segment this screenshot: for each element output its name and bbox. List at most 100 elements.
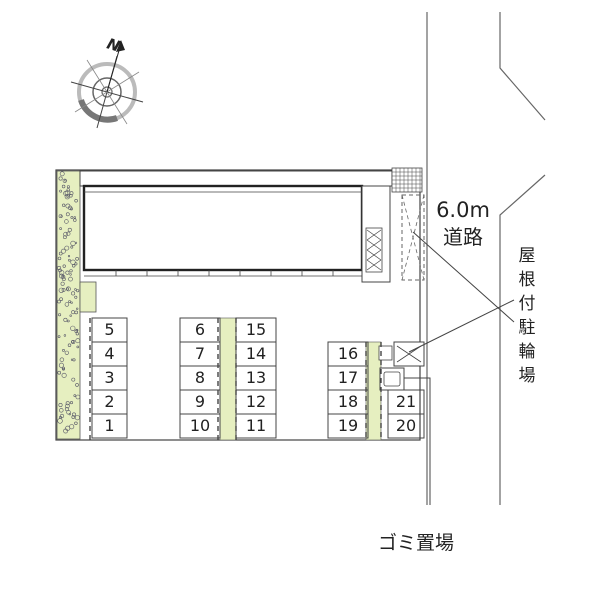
greenery-dot <box>63 317 68 322</box>
greenery-dot <box>59 227 62 230</box>
parking-slot <box>179 413 221 439</box>
entrance-gate <box>401 194 425 281</box>
greenery-dot <box>70 216 74 219</box>
greenery-dot <box>67 255 71 258</box>
greenery-dot <box>57 370 62 375</box>
greenery-dot <box>61 366 66 370</box>
greenery-dot <box>69 194 73 198</box>
parking-slot-number: 17 <box>337 368 359 387</box>
parking-slot-number: 4 <box>104 344 115 363</box>
greenery-dot <box>58 362 64 368</box>
greenery-dot <box>63 334 67 337</box>
greenery-dot <box>66 195 69 199</box>
greenery-dot <box>58 251 63 256</box>
greenery-dot <box>67 343 72 347</box>
greenery-dot <box>59 408 64 413</box>
greenery-dot <box>75 394 81 400</box>
parking-slot-number: 19 <box>337 416 359 435</box>
building <box>82 184 364 272</box>
parking-slot-number: 8 <box>194 368 206 387</box>
greenery-dot <box>74 421 78 425</box>
bike-shelter <box>393 341 425 367</box>
greenery-dot <box>69 424 75 430</box>
greenery-dot <box>70 245 74 249</box>
greenery-dot <box>59 189 63 193</box>
greenery-dot <box>63 231 68 237</box>
greenery-dot <box>59 270 65 276</box>
greenery-dot <box>75 338 81 344</box>
greenery-dot <box>66 287 70 291</box>
greenery-dot <box>57 299 61 304</box>
greenery-dot <box>71 415 76 419</box>
greenery-dot <box>70 358 74 361</box>
greenery-dot <box>63 428 68 434</box>
greenery-dot <box>58 214 63 219</box>
site-boundary <box>55 169 421 441</box>
stair-mark <box>366 249 382 261</box>
parking-slot-number: 1 <box>104 416 115 435</box>
greenery-dot <box>74 262 78 266</box>
greenery-dot <box>75 332 79 336</box>
parking-slots <box>89 317 425 440</box>
parking-slot-number: 18 <box>337 392 359 411</box>
greenery-dot <box>69 273 72 276</box>
greenery-dot <box>68 276 73 282</box>
greenery-dot <box>71 340 75 344</box>
parking-slot-number: 5 <box>104 320 115 339</box>
trash-bin <box>383 371 401 387</box>
parking-slot-number: 20 <box>395 416 417 435</box>
leader-trash <box>404 377 431 505</box>
greenery-dot <box>61 184 66 189</box>
greenery-dot <box>58 287 64 293</box>
greenery-dot <box>70 259 76 265</box>
greenery-dot <box>74 288 77 291</box>
greenery-dot <box>76 345 80 349</box>
stair-mark <box>366 239 382 251</box>
greenery-dot <box>65 270 70 275</box>
greenery-dot <box>70 325 76 331</box>
trash-label: ゴミ置場 <box>378 532 455 554</box>
parking-slot <box>91 413 128 439</box>
parking-slot-number: 9 <box>194 392 206 411</box>
greenery-dot <box>62 203 66 207</box>
greenery-dot <box>75 307 79 310</box>
stair-mark <box>366 259 382 271</box>
leader-road <box>412 231 515 323</box>
greenery-dot <box>68 258 71 262</box>
greenery-dot <box>61 372 67 378</box>
greenery-dot <box>75 328 79 332</box>
greenery-dot <box>60 281 65 286</box>
greenery-dot <box>64 190 71 196</box>
parking-slot <box>327 413 369 439</box>
greenery-dot <box>59 413 65 419</box>
greenery-dot <box>64 350 69 355</box>
greenery-dot <box>57 265 62 270</box>
greenery-dot <box>57 256 62 261</box>
parking-slot-number: 16 <box>337 344 359 363</box>
parking-slot-number: 2 <box>104 392 115 411</box>
greenery-dot <box>69 207 73 211</box>
parking-slot-number: 6 <box>194 320 206 339</box>
greenery-dot <box>65 403 70 409</box>
greenery-dot <box>59 273 64 279</box>
greenery-dot <box>67 319 70 323</box>
greenery-dot <box>72 412 77 417</box>
greenery-dot <box>75 256 79 261</box>
greenery-dot <box>74 415 80 421</box>
parking-slot-number: 12 <box>245 392 267 411</box>
greenery-dot <box>69 314 72 317</box>
greenery-dot <box>58 176 63 181</box>
parking-slot-number: 21 <box>395 392 417 411</box>
greenery-dot <box>68 300 72 304</box>
greenery-dot <box>68 413 71 416</box>
greenery-dot <box>71 377 76 382</box>
building-outer <box>79 170 393 187</box>
green-strip-1 <box>219 317 237 441</box>
parking-slot-number: 15 <box>245 320 267 339</box>
parking-slot-number: 3 <box>104 368 115 387</box>
greenery-dot <box>63 235 67 240</box>
greenery-dot <box>75 383 79 387</box>
greenery-dot <box>64 179 67 182</box>
